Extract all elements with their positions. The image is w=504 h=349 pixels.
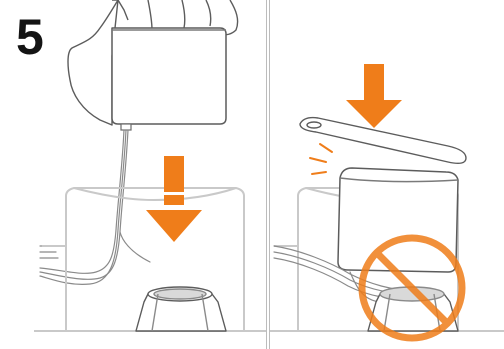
- base-plug-icon: [136, 287, 226, 331]
- panel-right: [270, 0, 504, 349]
- right-illustration: [270, 0, 504, 349]
- panel-left: 5: [0, 0, 266, 349]
- module-box-icon: [338, 168, 458, 272]
- cable-icon: [40, 124, 150, 284]
- module-box-icon: [112, 28, 226, 124]
- step-number: 5: [16, 12, 43, 62]
- down-arrow-icon: [346, 64, 402, 128]
- lid-paddle-icon: [300, 118, 466, 164]
- burst-lines-icon: [310, 144, 332, 174]
